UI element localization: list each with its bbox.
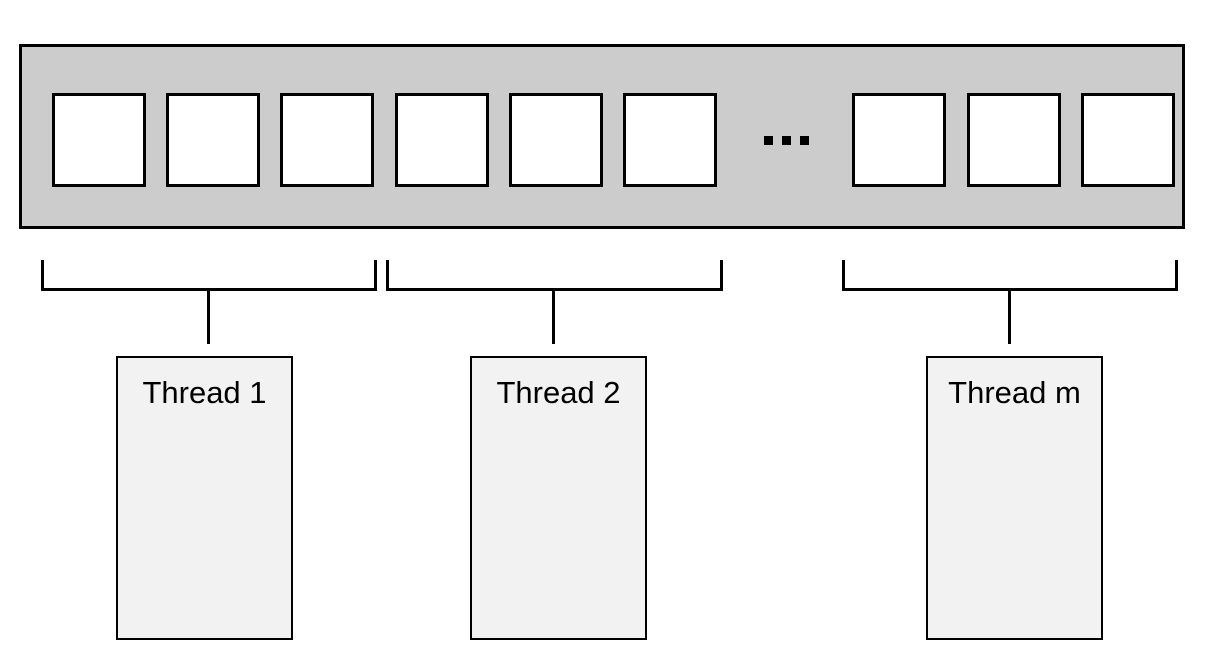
- array-cell: [852, 93, 946, 187]
- thread-box-1: Thread 1: [116, 356, 293, 640]
- array-cell: [166, 93, 260, 187]
- connector-thread-1: [207, 290, 210, 344]
- connector-thread-2: [552, 290, 555, 344]
- thread-box-2: Thread 2: [470, 356, 647, 640]
- array-cell: [509, 93, 603, 187]
- ellipsis-dot: [782, 136, 791, 145]
- array-cell: [623, 93, 717, 187]
- ellipsis-dot: [800, 136, 809, 145]
- shared-array: [19, 44, 1185, 229]
- connector-thread-m: [1008, 290, 1011, 344]
- bracket-thread-m: [842, 260, 1178, 291]
- array-cell: [1081, 93, 1175, 187]
- array-cell: [395, 93, 489, 187]
- ellipsis-dot: [764, 136, 773, 145]
- ellipsis-icon: [764, 136, 812, 150]
- thread-label: Thread 2: [496, 375, 621, 410]
- bracket-thread-1: [41, 260, 377, 291]
- bracket-thread-2: [386, 260, 723, 291]
- array-cell: [967, 93, 1061, 187]
- thread-label: Thread 1: [142, 375, 267, 410]
- array-cell: [52, 93, 146, 187]
- array-cell: [280, 93, 374, 187]
- thread-box-m: Thread m: [926, 356, 1103, 640]
- thread-label: Thread m: [948, 375, 1081, 410]
